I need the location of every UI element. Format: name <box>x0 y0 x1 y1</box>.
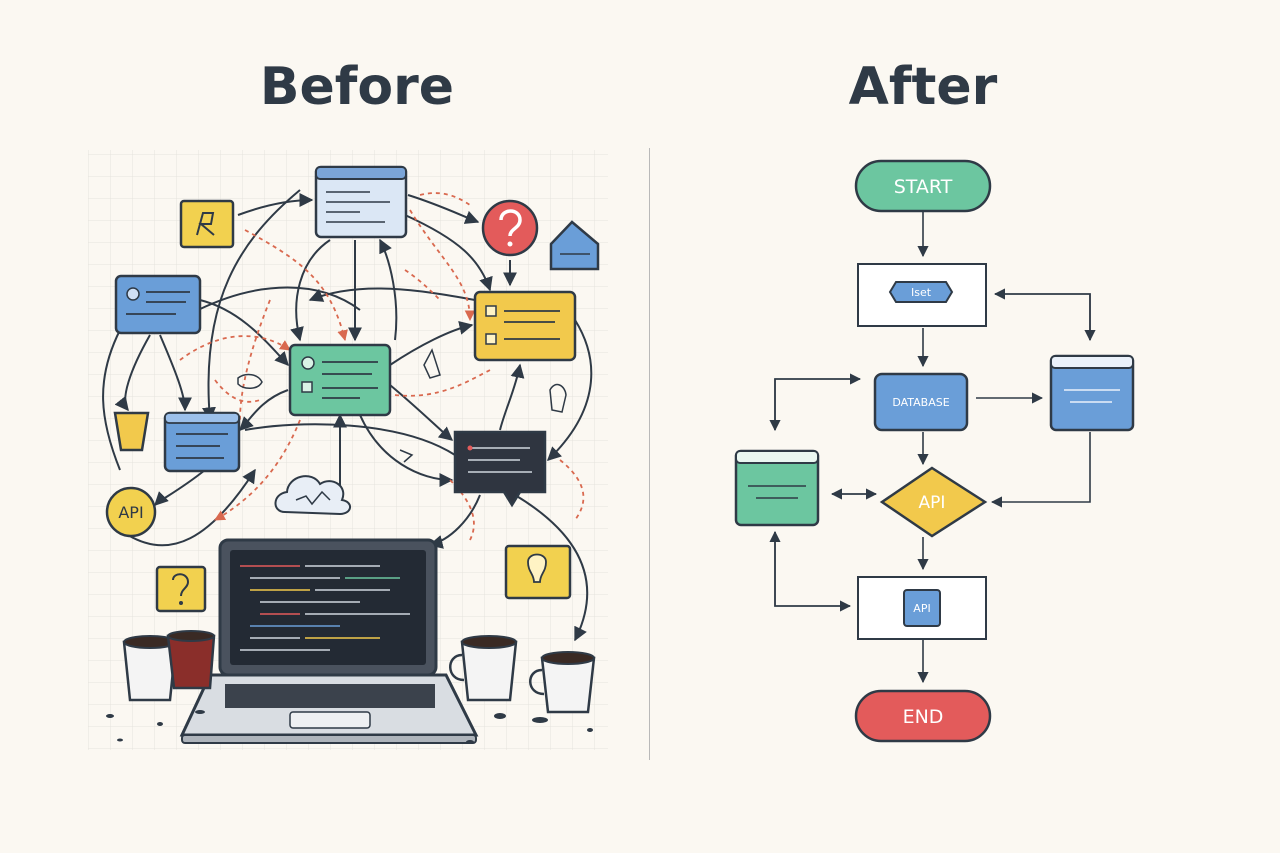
desk-crumbs <box>106 710 593 744</box>
after-title: After <box>848 57 998 117</box>
envelope-icon <box>549 220 600 271</box>
api-decision-label: API <box>919 493 946 513</box>
doodles <box>237 348 567 463</box>
green-card-center <box>288 343 392 417</box>
tangled-connectors <box>102 189 593 642</box>
start-node: START <box>854 159 992 213</box>
dark-terminal-card <box>453 430 547 508</box>
database-label: DATABASE <box>892 396 949 409</box>
start-label: START <box>894 176 953 198</box>
code-lines <box>240 565 410 651</box>
database-node: DATABASE <box>873 372 969 432</box>
question-icon <box>481 199 539 257</box>
dashed-connectors <box>179 192 585 541</box>
api-step-label: API <box>913 602 930 615</box>
api-badge-before: API <box>105 486 157 538</box>
blue-window-right <box>1049 354 1135 432</box>
yellow-cup-icon <box>113 411 150 452</box>
end-label: END <box>903 706 944 728</box>
panel-divider <box>649 148 650 760</box>
sticky-note-yellow-top <box>179 199 235 249</box>
api-step-box: API <box>857 576 987 640</box>
coffee-cups <box>122 630 596 714</box>
before-panel: API <box>88 150 608 750</box>
after-panel: START Iset DATABASE <box>734 159 1135 743</box>
step1-box: Iset <box>857 263 987 327</box>
cloud-icon <box>274 475 351 516</box>
blue-card-lower-left <box>163 411 241 473</box>
step1-label: Iset <box>911 286 932 299</box>
api-decision-node: API <box>879 466 988 538</box>
blue-card-left <box>114 274 202 335</box>
browser-window-box <box>314 165 408 239</box>
before-title: Before <box>259 57 455 117</box>
sticky-note-lightbulb <box>504 544 572 600</box>
end-node: END <box>854 689 992 743</box>
laptop <box>179 538 479 744</box>
sticky-note-question <box>155 565 207 613</box>
green-window-left <box>734 449 820 527</box>
yellow-card-right <box>473 290 577 362</box>
flow-connectors <box>769 212 1096 684</box>
api-badge-label: API <box>118 503 143 522</box>
